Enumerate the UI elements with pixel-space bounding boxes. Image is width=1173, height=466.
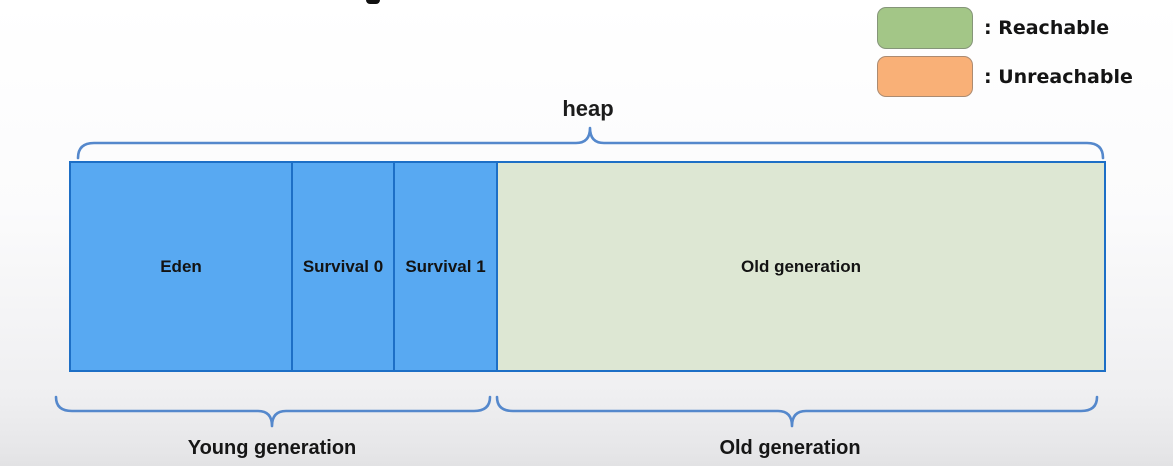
- survival-1-label: Survival 1: [405, 256, 486, 276]
- reachable-legend-label: : Reachable: [984, 17, 1110, 39]
- reachable-color-swatch: [877, 7, 973, 49]
- heap-box: Eden Survival 0 Survival 1 Old generatio…: [69, 161, 1106, 372]
- heap-section-survival-1: Survival 1: [395, 163, 498, 370]
- heap-label: heap: [562, 96, 614, 121]
- heap-brace: [76, 126, 1105, 160]
- eden-label: Eden: [160, 256, 202, 276]
- cropped-title-fragment: [366, 0, 380, 4]
- old-generation-section-label: Old generation: [741, 256, 861, 276]
- heap-section-old-generation: Old generation: [498, 163, 1104, 370]
- old-generation-brace: [495, 395, 1099, 428]
- legend-item-reachable: : Reachable: [877, 7, 1109, 49]
- heap-section-eden: Eden: [71, 163, 293, 370]
- young-generation-brace: [54, 395, 492, 428]
- young-generation-label: Young generation: [187, 437, 357, 459]
- unreachable-legend-label: : Unreachable: [984, 65, 1133, 88]
- survival-0-label: Survival 0: [302, 256, 384, 276]
- heap-section-survival-0: Survival 0: [293, 163, 395, 370]
- unreachable-color-swatch: [877, 56, 973, 97]
- old-generation-label: Old generation: [719, 437, 861, 459]
- legend-item-unreachable: : Unreachable: [877, 56, 1133, 97]
